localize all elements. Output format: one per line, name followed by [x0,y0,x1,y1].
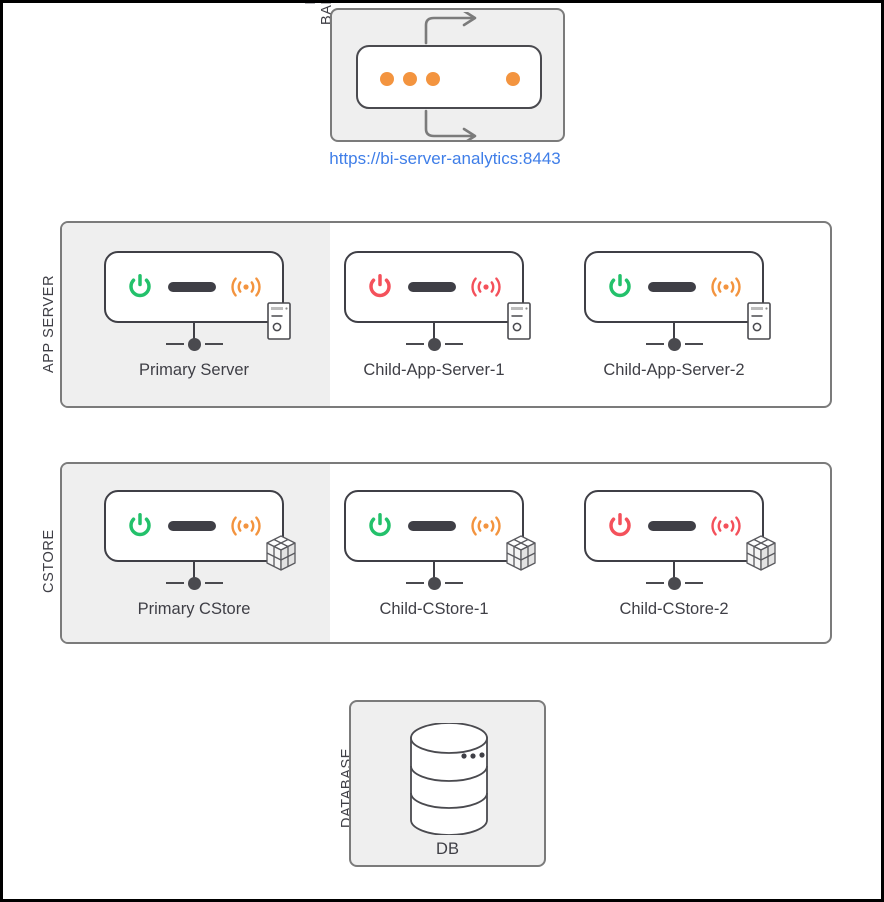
child-app-server-2-device[interactable] [584,251,771,340]
node-stem [672,562,676,581]
node-label: Child-App-Server-1 [363,361,505,379]
connector-dash-left [165,342,184,346]
status-bar-icon [408,282,456,292]
app-server-group-box[interactable]: Primary Server [60,221,832,408]
load-balancer-url-link[interactable]: https://bi-server-analytics:8443 [329,149,561,168]
database-cylinder-icon [410,723,488,835]
child-cstore-1-device[interactable] [344,490,536,571]
node-child-app-server-1[interactable]: Child-App-Server-1 [334,251,534,379]
status-bar-icon [648,521,696,531]
connector-dot [427,576,441,590]
node-connector [639,576,709,590]
load-balancer-dot-2 [403,72,417,86]
node-child-app-server-2[interactable]: Child-App-Server-2 [574,251,774,379]
node-child-cstore-1[interactable]: Child-CStore-1 [334,490,536,618]
app-server-section-label: APP SERVER [41,274,57,373]
node-label: Child-CStore-2 [619,600,729,618]
cube-icon [746,535,776,571]
server-tower-icon [507,302,531,340]
connector-dash-right [684,581,703,585]
load-balancer-dot-1 [380,72,394,86]
cube-icon [266,535,296,571]
connector-dot [667,337,681,351]
power-icon [369,513,391,537]
status-bar-icon [168,282,216,292]
node-stem [192,323,196,342]
node-connector [159,576,229,590]
node-connector [639,337,709,351]
connector-dot [187,337,201,351]
connector-dash-right [204,581,223,585]
signal-icon [231,516,261,536]
signal-icon [231,277,261,297]
power-icon [609,274,631,298]
connector-dash-left [405,342,424,346]
connector-dash-left [165,581,184,585]
node-stem [432,562,436,581]
status-bar-icon [168,521,216,531]
power-icon [369,274,391,298]
connector-dash-right [684,342,703,346]
power-icon [609,513,631,537]
node-stem [432,323,436,342]
node-label: Child-CStore-1 [379,600,489,618]
signal-icon [711,277,741,297]
connector-dash-right [444,581,463,585]
load-balancer-box[interactable] [330,8,565,142]
node-connector [159,337,229,351]
primary-server-device[interactable] [104,251,291,340]
signal-icon [471,277,501,297]
signal-icon [471,516,501,536]
status-bar-icon [408,521,456,531]
connector-dash-left [645,342,664,346]
load-balancer-dot-3 [426,72,440,86]
signal-icon [711,516,741,536]
connector-dash-right [204,342,223,346]
load-balancer-arrow-bottom-icon [424,109,477,140]
node-label: Child-App-Server-2 [603,361,745,379]
node-connector [399,576,469,590]
node-stem [672,323,676,342]
cstore-section-label: CSTORE [41,529,57,593]
node-primary-cstore[interactable]: Primary CStore [94,490,296,618]
database-node-label: DB [436,840,459,858]
node-connector [399,337,469,351]
connector-dot [427,337,441,351]
power-icon [129,274,151,298]
connector-dash-left [645,581,664,585]
node-primary-server[interactable]: Primary Server [94,251,294,379]
connector-dot [187,576,201,590]
node-child-cstore-2[interactable]: Child-CStore-2 [574,490,776,618]
cube-icon [506,535,536,571]
node-label: Primary CStore [137,600,251,618]
load-balancer-label-line1: LOAD [303,3,319,25]
cstore-group-box[interactable]: Primary CStore [60,462,832,644]
child-app-server-1-device[interactable] [344,251,531,340]
primary-cstore-device[interactable] [104,490,296,571]
child-cstore-2-device[interactable] [584,490,776,571]
connector-dash-right [444,342,463,346]
database-group-box[interactable]: DB [349,700,546,867]
load-balancer-device [356,45,542,109]
node-stem [192,562,196,581]
server-tower-icon [267,302,291,340]
load-balancer-dot-4 [506,72,520,86]
power-icon [129,513,151,537]
server-tower-icon [747,302,771,340]
connector-dash-left [405,581,424,585]
connector-dot [667,576,681,590]
node-label: Primary Server [138,361,249,379]
load-balancer-arrow-top-icon [424,12,477,45]
status-bar-icon [648,282,696,292]
